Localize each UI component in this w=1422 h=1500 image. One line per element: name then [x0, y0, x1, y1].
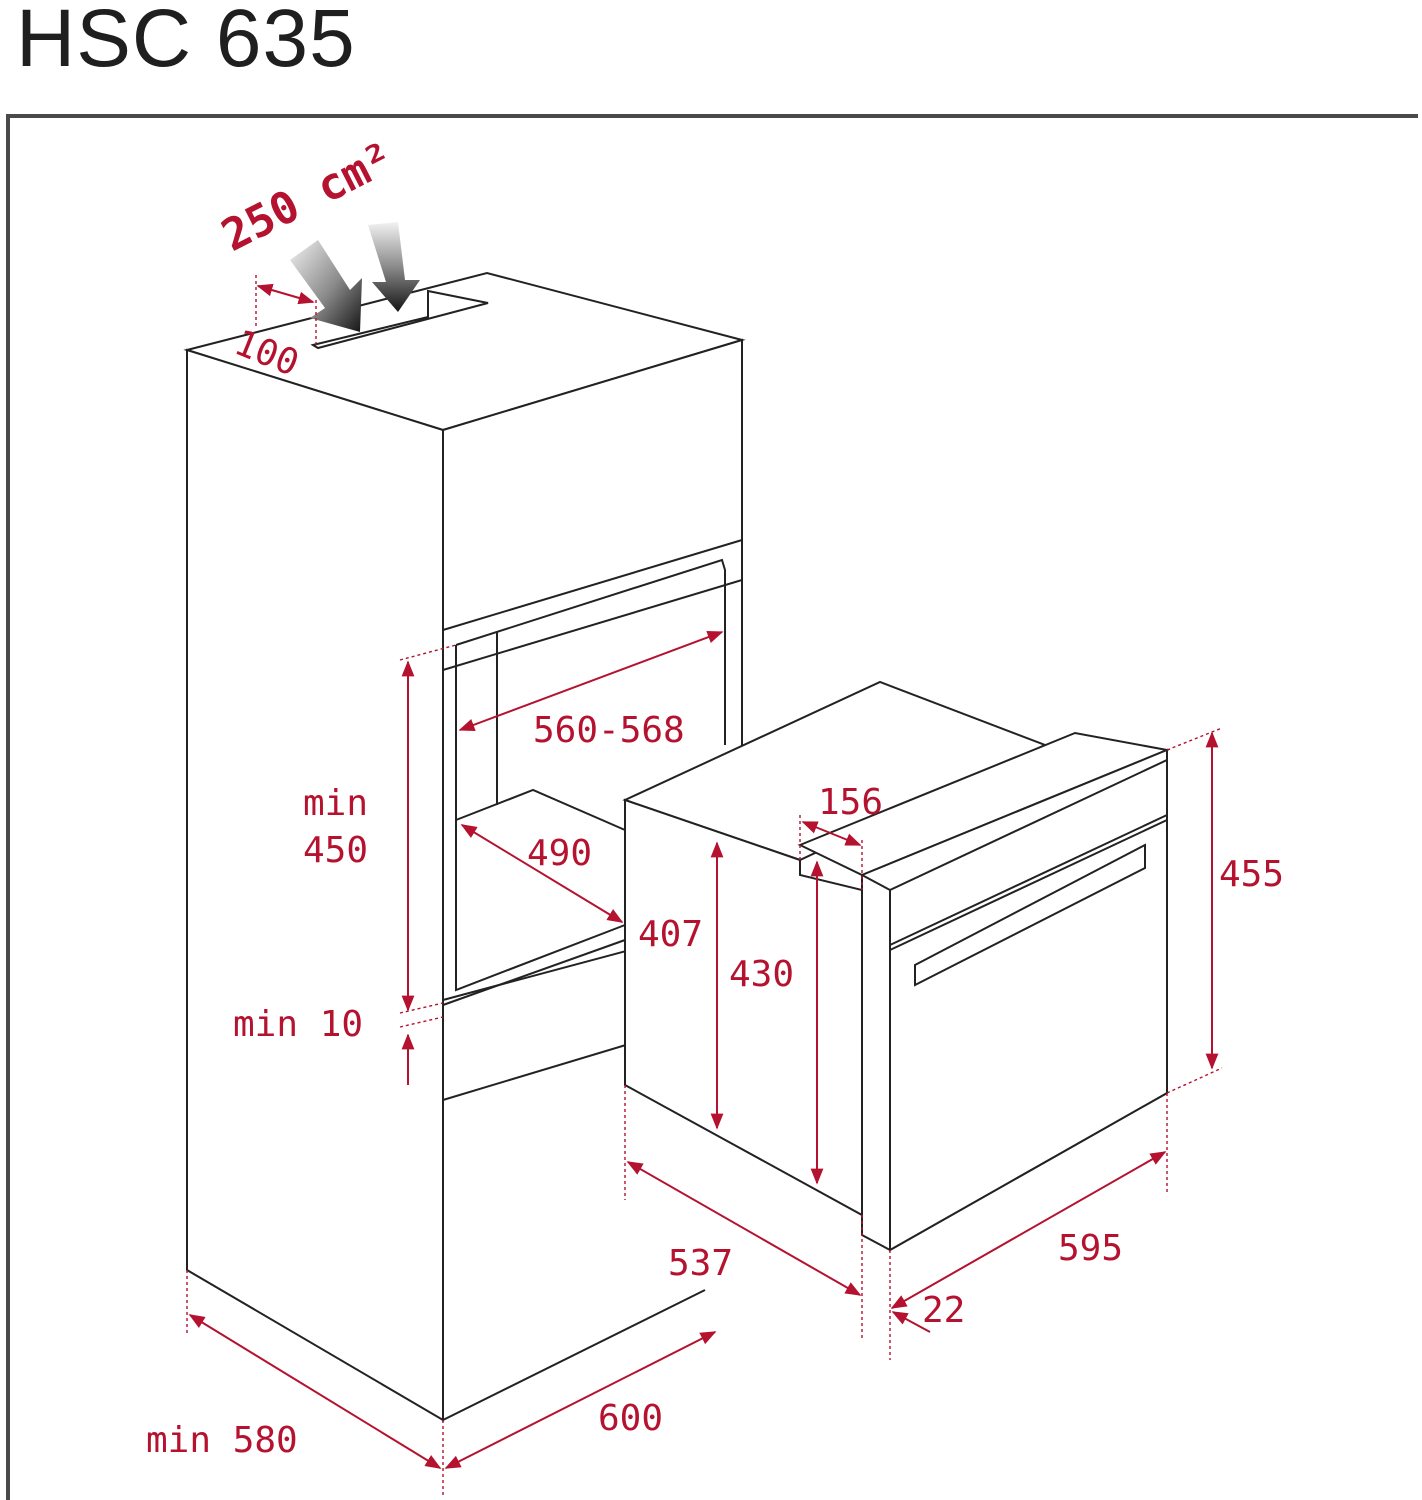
- airflow-arrow-right: [368, 222, 420, 312]
- oven-depth-label: 537: [668, 1243, 733, 1284]
- cabinet-depth-label: min 580: [146, 1420, 298, 1461]
- airflow-arrow-left: [290, 240, 362, 332]
- niche-height-min-label: min: [303, 783, 368, 824]
- oven-inner-height-label: 430: [729, 954, 794, 995]
- frame-top-border: [6, 114, 1418, 118]
- niche-width-label: 560-568: [533, 710, 685, 751]
- front-thickness-label: 22: [922, 1290, 965, 1331]
- niche-depth-label: 490: [527, 833, 592, 874]
- oven-handle: [914, 843, 1146, 987]
- vent-cutout: [310, 289, 489, 350]
- control-depth-label: 156: [818, 782, 883, 823]
- niche-height-value-label: 450: [303, 830, 368, 871]
- airflow-arrows: [290, 222, 420, 332]
- oven-width-label: 595: [1058, 1228, 1123, 1269]
- oven: [622, 680, 1171, 1252]
- frame-left-border: [6, 114, 10, 1500]
- oven-total-height-label: 455: [1219, 854, 1284, 895]
- gap-bottom-label: min 10: [233, 1004, 363, 1045]
- cabinet-width-label: 600: [598, 1398, 663, 1439]
- model-title: HSC 635: [16, 0, 356, 84]
- oven-body-height-label: 407: [638, 914, 703, 955]
- dimension-lines: [186, 275, 1223, 1495]
